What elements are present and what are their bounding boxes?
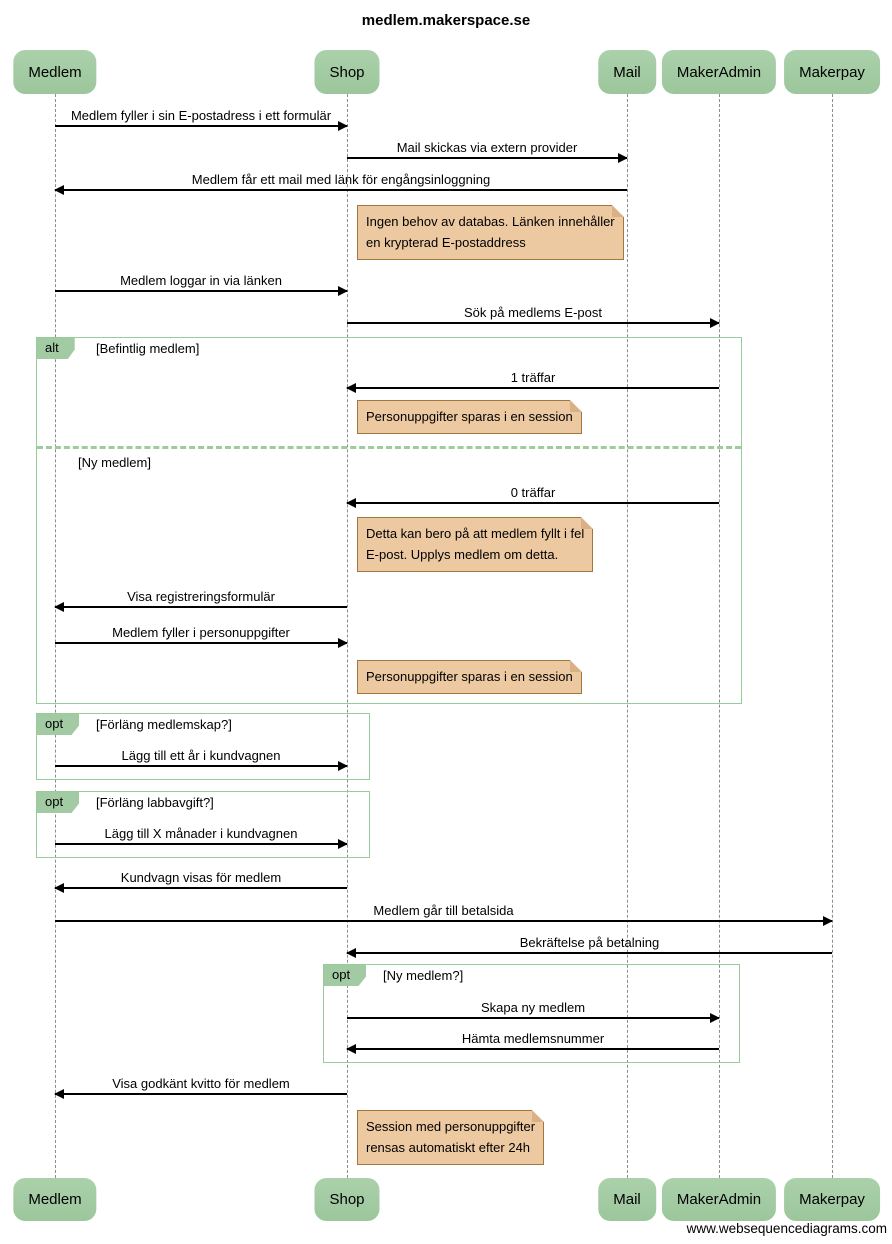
- alt-frame: alt [Befintlig medlem] [Ny medlem]: [36, 337, 742, 704]
- lifeline-makeradmin: [718, 94, 720, 1178]
- opt-frame-condition: [Förläng medlemskap?]: [96, 717, 232, 732]
- arrowhead-icon: [338, 120, 348, 131]
- message-line: [55, 887, 347, 889]
- message-line: [55, 843, 347, 845]
- message-label: Kundvagn visas för medlem: [120, 870, 282, 885]
- message-label: Bekräftelse på betalning: [519, 935, 660, 950]
- message-label: Lägg till X månader i kundvagnen: [104, 826, 298, 841]
- opt-frame-operator: opt: [37, 714, 80, 735]
- arrowhead-icon: [346, 1043, 356, 1054]
- opt-frame-condition: [Ny medlem?]: [383, 968, 464, 983]
- arrowhead-icon: [338, 285, 348, 296]
- arrowhead-icon: [823, 915, 833, 926]
- alt-frame-condition-1: [Befintlig medlem]: [96, 341, 200, 356]
- opt-frame-medlemskap: opt [Förläng medlemskap?]: [36, 713, 370, 780]
- message-label: Medlem loggar in via länken: [120, 273, 282, 288]
- message-line: [55, 606, 347, 608]
- message-line: [347, 1017, 719, 1019]
- alt-frame-operator: alt: [37, 338, 75, 359]
- message-label: Skapa ny medlem: [480, 1000, 586, 1015]
- websequencediagrams-credit: www.websequencediagrams.com: [686, 1221, 887, 1236]
- message-label: Sök på medlems E-post: [463, 305, 602, 320]
- message-line: [347, 1048, 719, 1050]
- opt-frame-operator: opt: [37, 792, 80, 813]
- note-fel-epost: Detta kan bero på att medlem fyllt i fel…: [357, 517, 594, 573]
- message-line: [55, 189, 627, 191]
- actor-makerpay-top: Makerpay: [784, 50, 880, 94]
- arrowhead-icon: [338, 637, 348, 648]
- message-label: Medlem går till betalsida: [373, 903, 514, 918]
- actor-mail-top: Mail: [598, 50, 656, 94]
- alt-frame-condition-2: [Ny medlem]: [78, 455, 151, 470]
- message-label: Mail skickas via extern provider: [396, 140, 578, 155]
- message-line: [55, 765, 347, 767]
- arrowhead-icon: [710, 1012, 720, 1023]
- message-label: Visa godkänt kvitto för medlem: [112, 1076, 290, 1091]
- opt-frame-ny-medlem: opt [Ny medlem?]: [323, 964, 740, 1063]
- actor-makeradmin-top: MakerAdmin: [661, 50, 777, 94]
- message-line: [347, 387, 719, 389]
- lifeline-shop: [346, 94, 348, 1178]
- arrowhead-icon: [54, 882, 64, 893]
- arrowhead-icon: [346, 382, 356, 393]
- message-label: Medlem fyller i sin E-postadress i ett f…: [70, 108, 332, 123]
- opt-frame-operator: opt: [324, 965, 367, 986]
- actor-makeradmin-bottom: MakerAdmin: [661, 1178, 777, 1221]
- note-session-1: Personuppgifter sparas i en session: [357, 400, 582, 435]
- message-label: 0 träffar: [510, 485, 556, 500]
- actor-shop-top: Shop: [314, 50, 380, 94]
- arrowhead-icon: [710, 317, 720, 328]
- message-label: Hämta medlemsnummer: [461, 1031, 605, 1046]
- message-label: 1 träffar: [510, 370, 556, 385]
- arrowhead-icon: [618, 152, 628, 163]
- message-label: Lägg till ett år i kundvagnen: [121, 748, 281, 763]
- actor-medlem-bottom: Medlem: [13, 1178, 97, 1221]
- note-ingen-databas: Ingen behov av databas. Länken innehålle…: [357, 205, 624, 261]
- message-line: [55, 290, 347, 292]
- actor-medlem-top: Medlem: [13, 50, 97, 94]
- message-line: [55, 642, 347, 644]
- message-line: [347, 322, 719, 324]
- alt-frame-divider: [37, 446, 741, 449]
- note-session-2: Personuppgifter sparas i en session: [357, 660, 582, 695]
- message-line: [55, 1093, 347, 1095]
- message-line: [55, 920, 832, 922]
- arrowhead-icon: [346, 947, 356, 958]
- opt-frame-labbavgift: opt [Förläng labbavgift?]: [36, 791, 370, 858]
- opt-frame-condition: [Förläng labbavgift?]: [96, 795, 214, 810]
- message-label: Medlem får ett mail med länk för engångs…: [191, 172, 491, 187]
- actor-shop-bottom: Shop: [314, 1178, 380, 1221]
- note-session-rensas: Session med personuppgifter rensas autom…: [357, 1110, 545, 1166]
- message-line: [347, 952, 832, 954]
- message-line: [347, 157, 627, 159]
- arrowhead-icon: [338, 838, 348, 849]
- lifeline-medlem: [54, 94, 56, 1178]
- actor-mail-bottom: Mail: [598, 1178, 656, 1221]
- actor-makerpay-bottom: Makerpay: [784, 1178, 880, 1221]
- message-label: Medlem fyller i personuppgifter: [112, 625, 290, 640]
- arrowhead-icon: [346, 497, 356, 508]
- arrowhead-icon: [54, 1088, 64, 1099]
- message-line: [347, 502, 719, 504]
- lifeline-mail: [626, 94, 628, 1178]
- message-label: Visa registreringsformulär: [127, 589, 275, 604]
- message-line: [55, 125, 347, 127]
- arrowhead-icon: [338, 760, 348, 771]
- lifeline-makerpay: [831, 94, 833, 1178]
- diagram-title: medlem.makerspace.se: [361, 12, 531, 29]
- arrowhead-icon: [54, 601, 64, 612]
- arrowhead-icon: [54, 184, 64, 195]
